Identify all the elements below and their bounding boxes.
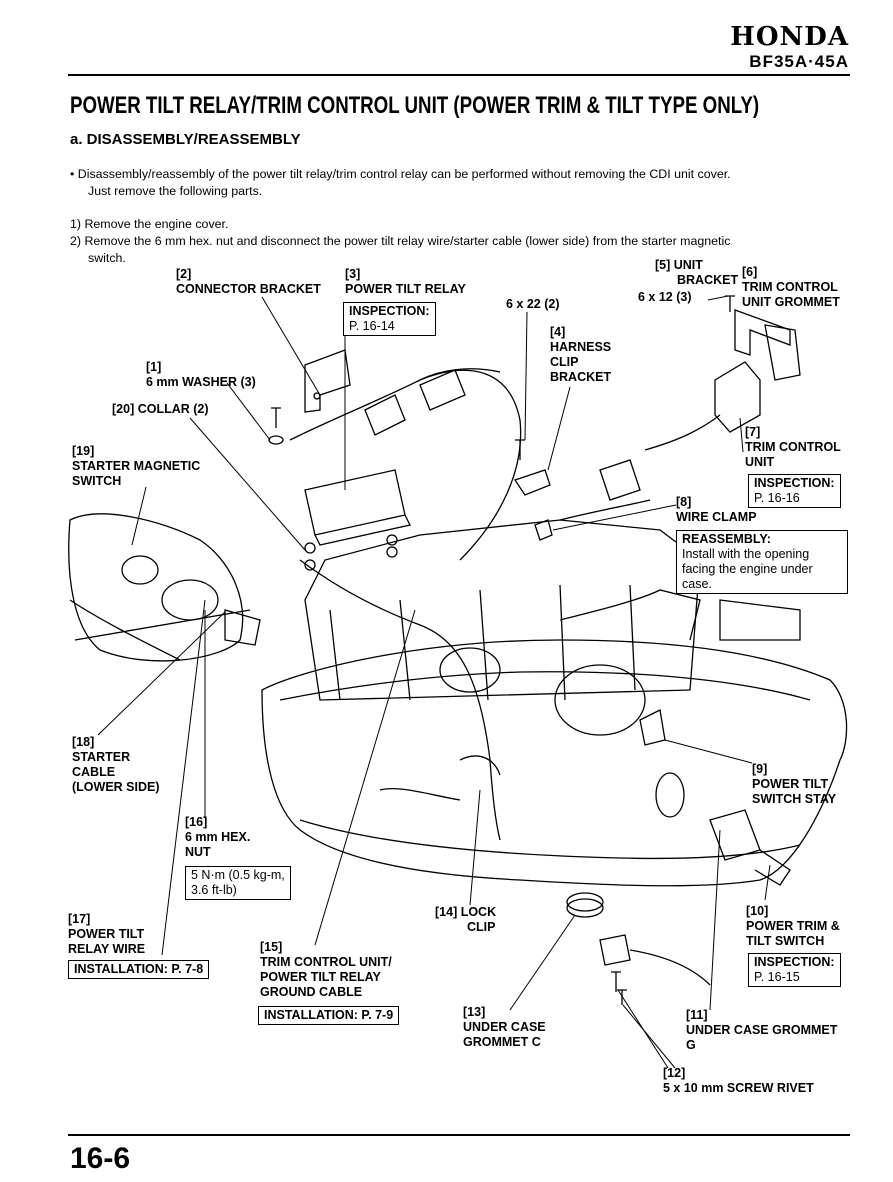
label-collar: [20] COLLAR (2) <box>112 402 209 416</box>
torque-box-hex-nut: 5 N·m (0.5 kg-m,3.6 ft-lb) <box>185 866 291 900</box>
model-name: BF35A·45A <box>749 52 849 71</box>
label-hex-nut: [16]6 mm HEX.NUT <box>185 815 251 859</box>
label-washer: [1]6 mm WASHER (3) <box>146 360 256 389</box>
installation-box-ground-cable: INSTALLATION: P. 7-9 <box>258 1006 400 1025</box>
brand-logo: HONDA <box>730 22 849 52</box>
footer-rule <box>68 1134 850 1136</box>
step-1: 1) Remove the engine cover. <box>70 217 229 231</box>
label-bolt-6x22: 6 x 22 (2) <box>506 297 560 311</box>
label-power-tilt-relay: [3]POWER TILT RELAY <box>345 267 466 296</box>
label-bolt-6x12: 6 x 12 (3) <box>638 290 692 304</box>
section-heading: a. DISASSEMBLY/REASSEMBLY <box>70 131 301 148</box>
bullet-line-2: Just remove the following parts. <box>88 184 263 198</box>
inspection-box-tilt-switch: INSPECTION:P. 16-15 <box>748 953 841 987</box>
step-2: 2) Remove the 6 mm hex. nut and disconne… <box>70 234 731 248</box>
label-screw-rivet: [12]5 x 10 mm SCREW RIVET <box>663 1066 814 1095</box>
label-wire-clamp: [8]WIRE CLAMP <box>676 495 757 524</box>
inspection-box-relay: INSPECTION:P. 16-14 <box>343 302 436 336</box>
step-2-cont: switch. <box>88 251 126 265</box>
installation-box-relay-wire: INSTALLATION: P. 7-8 <box>68 960 210 979</box>
page-number: 16-6 <box>70 1142 131 1175</box>
label-connector-bracket: [2]CONNECTOR BRACKET <box>176 267 321 296</box>
inspection-box-trim-unit: INSPECTION:P. 16-16 <box>748 474 841 508</box>
page-title: POWER TILT RELAY/TRIM CONTROL UNIT (POWE… <box>70 92 760 119</box>
header-rule <box>68 74 850 76</box>
label-power-trim-tilt-switch: [10]POWER TRIM &TILT SWITCH <box>746 904 840 948</box>
reassembly-box-wire-clamp: REASSEMBLY: Install with the opening fac… <box>676 530 848 594</box>
bullet-line-1: • Disassembly/reassembly of the power ti… <box>70 167 731 181</box>
